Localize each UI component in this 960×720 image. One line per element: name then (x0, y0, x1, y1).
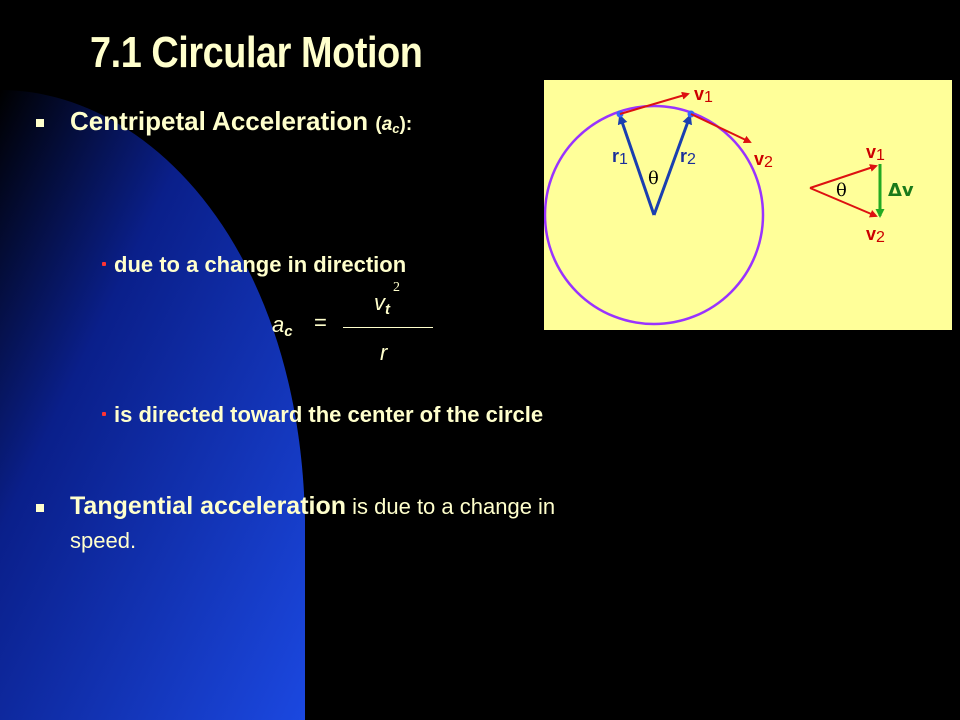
triangle-v1-arrow (809, 164, 878, 189)
motion-circle (544, 104, 765, 326)
tangential-line2: speed. (70, 528, 137, 553)
label-v2: v2 (754, 149, 773, 171)
radius-r2-arrow (652, 114, 692, 216)
triangle-label-v2: v2 (866, 224, 885, 246)
formula-numerator: vt (374, 290, 390, 318)
slide-title: 7.1 Circular Motion (90, 28, 423, 77)
sub-item-direction: due to a change in direction (102, 252, 406, 278)
sub-item-center: is directed toward the center of the cir… (102, 402, 543, 428)
formula-denominator: r (380, 340, 388, 365)
formula-exponent: 2 (393, 280, 400, 295)
formula-lhs: ac (272, 312, 293, 340)
label-r2: r2 (680, 146, 696, 168)
triangle-label-v1: v1 (866, 142, 885, 164)
centripetal-heading: Centripetal Acceleration (ac): (70, 106, 413, 136)
diagram-panel (544, 80, 952, 330)
fraction-bar (343, 327, 433, 328)
label-r1: r1 (612, 146, 628, 168)
velocity-v1-arrow (619, 91, 690, 115)
circular-motion-diagram: v1 v2 r1 r2 θ v1 v2 θ Δv (544, 80, 952, 330)
label-delta-v: Δv (888, 180, 914, 201)
sub-bullet-dot (102, 412, 106, 417)
label-theta: θ (648, 168, 659, 189)
radius-r1-arrow (617, 114, 656, 216)
triangle-v2-arrow (809, 187, 878, 218)
tangential-line1: Tangential acceleration is due to a chan… (70, 492, 556, 520)
sub-bullet-dot (102, 262, 106, 267)
velocity-v2-arrow (690, 113, 752, 144)
bullet-square (36, 504, 44, 512)
bullet-square (36, 119, 44, 127)
formula-equals: = (314, 310, 327, 335)
label-v1: v1 (694, 84, 713, 106)
triangle-theta: θ (836, 180, 847, 201)
